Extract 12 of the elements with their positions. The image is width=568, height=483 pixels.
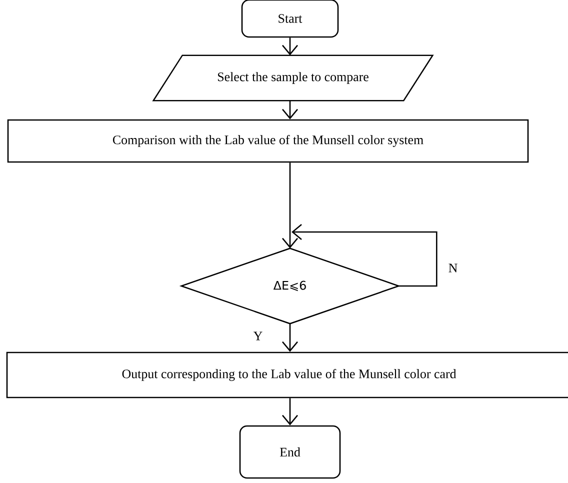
arrow: [292, 224, 438, 287]
edge-label: Y: [252, 330, 264, 342]
start-terminal: Start: [241, 0, 339, 38]
arrow: [282, 398, 298, 426]
arrow: [282, 162, 298, 248]
arrow: [282, 38, 298, 56]
arrow: [282, 324, 298, 352]
process-box: Output corresponding to the Lab value of the Munsell color card: [6, 352, 568, 398]
end-terminal: End: [239, 425, 341, 479]
arrow: [282, 100, 298, 120]
process-box: Comparison with the Lab value of the Munsell color system: [7, 119, 529, 163]
edge-label: N: [447, 262, 459, 274]
